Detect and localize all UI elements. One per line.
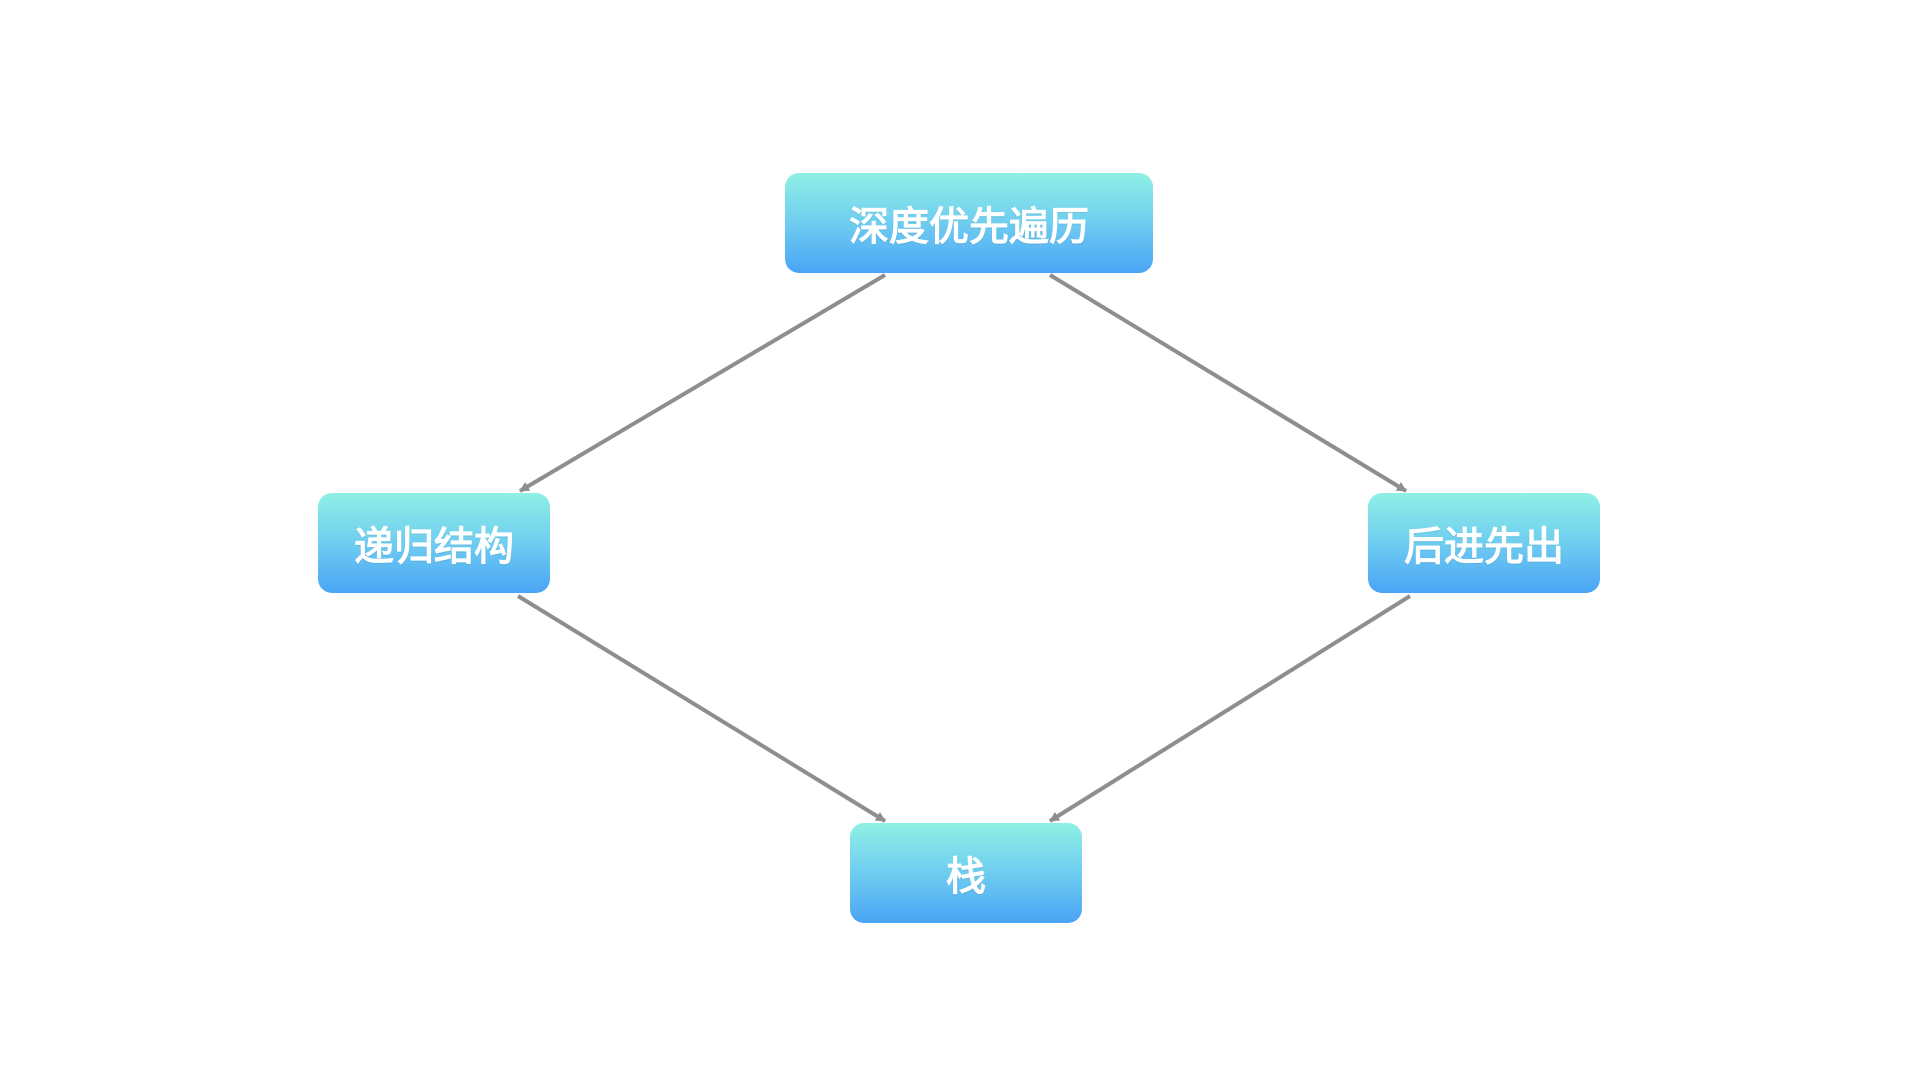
node-label: 后进先出 [1404, 524, 1564, 570]
node-label: 深度优先遍历 [849, 204, 1089, 250]
node-recursive-structure: 递归结构 [318, 493, 550, 593]
node-last-in-first-out: 后进先出 [1368, 493, 1600, 593]
node-label: 栈 [946, 854, 986, 900]
node-depth-first-traversal: 深度优先遍历 [785, 173, 1153, 273]
node-label: 递归结构 [354, 524, 514, 570]
edge-right-to-bottom [1048, 594, 1412, 823]
node-stack: 栈 [850, 823, 1082, 923]
edge-top-to-left [518, 273, 887, 493]
edge-top-to-right [1048, 273, 1408, 493]
edge-left-to-bottom [516, 594, 887, 823]
